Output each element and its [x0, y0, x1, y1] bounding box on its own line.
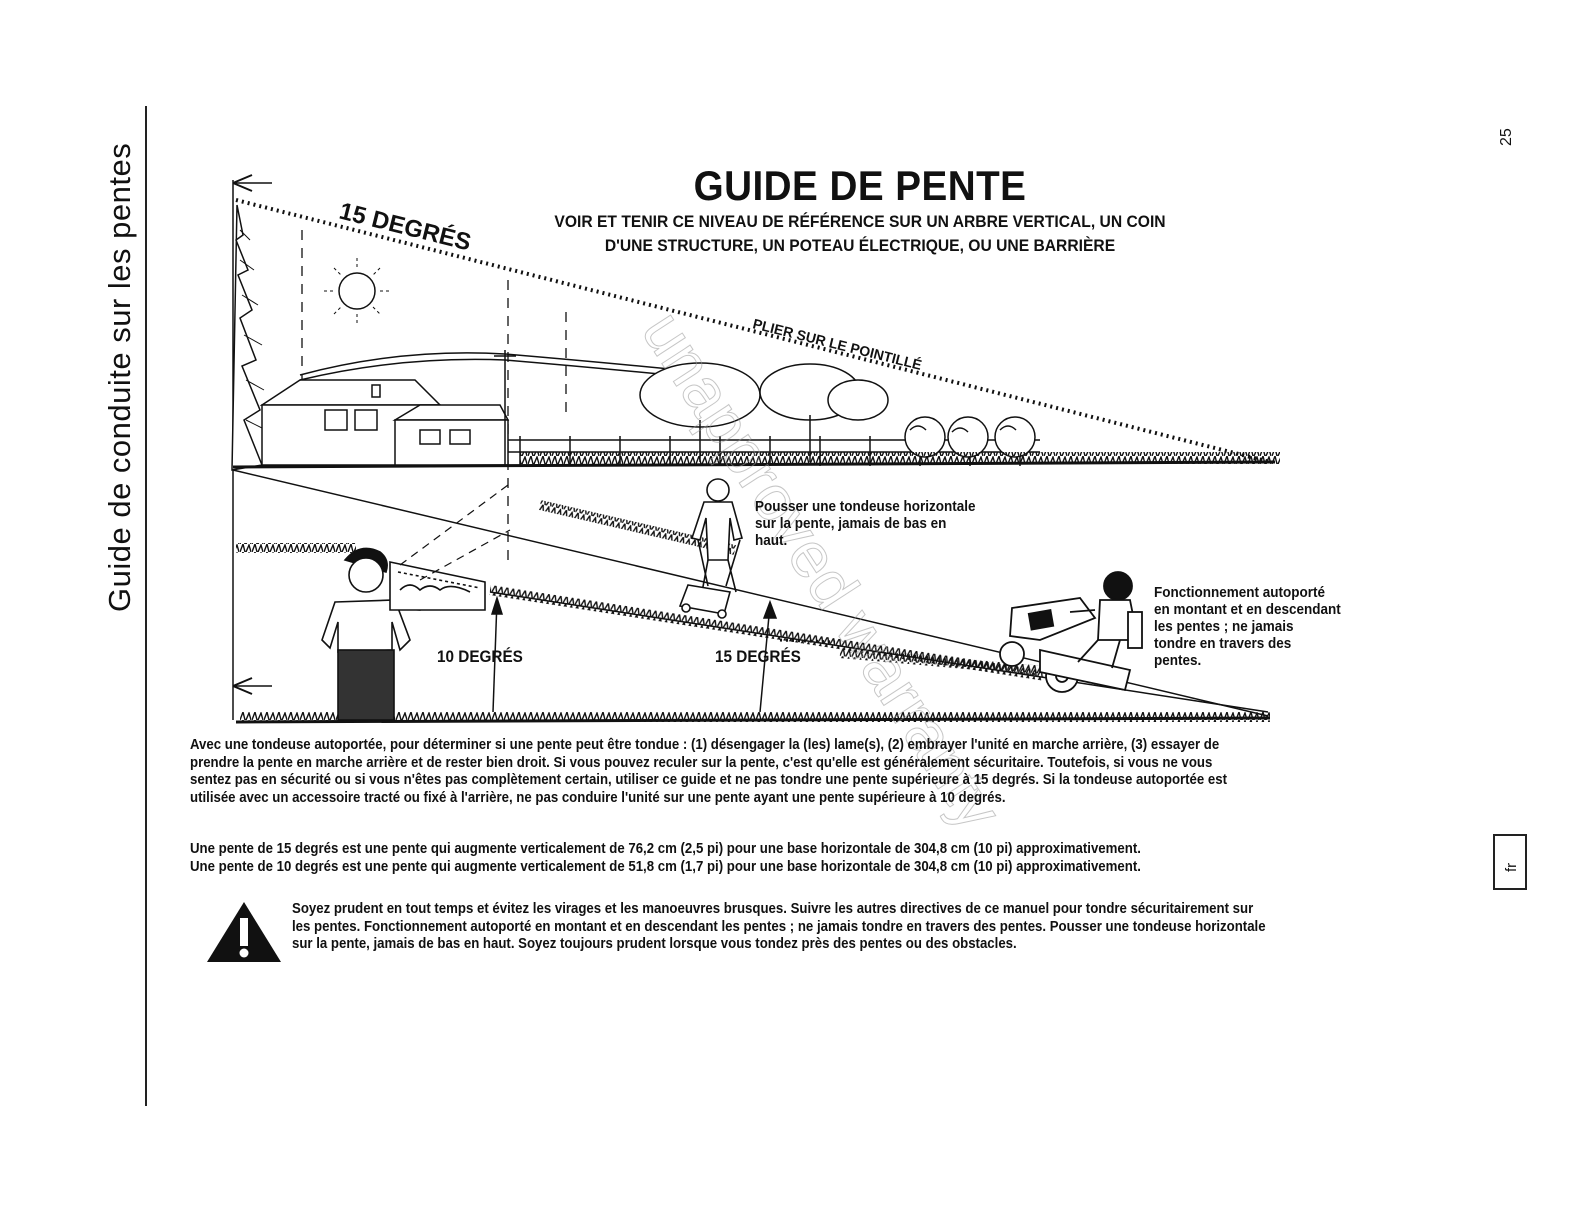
paragraph-line: utilisée avec un accessoire tracté ou fi… — [190, 788, 1006, 806]
guide-title: GUIDE DE PENTE — [693, 162, 1027, 209]
riding-mower-note-line-1: Fonctionnement autoporté — [1154, 584, 1325, 601]
push-mower-note-line-3: haut. — [755, 532, 788, 549]
paragraph-instructions: Avec une tondeuse autoportée, pour déter… — [190, 736, 1227, 806]
person-holding-guide — [321, 547, 486, 721]
paragraph-line: Avec une tondeuse autoportée, pour déter… — [190, 736, 1220, 753]
push-mower-note-line-1: Pousser une tondeuse horizontale — [755, 498, 976, 515]
language-tab: fr — [1493, 834, 1527, 890]
arrow-icon — [490, 595, 778, 713]
warning-triangle-icon — [207, 902, 281, 962]
angle-top-label: 15 DEGRÉS — [337, 197, 474, 257]
guide-subtitle-line-2: D'UNE STRUCTURE, UN POTEAU ÉLECTRIQUE, O… — [604, 236, 1116, 255]
sun-icon — [324, 258, 390, 324]
fold-line-label: PLIER SUR LE POINTILLÉ — [751, 315, 923, 372]
push-mower-icon — [678, 478, 743, 619]
horizon-grass — [520, 452, 1280, 464]
paragraph-slope-definitions: Une pente de 15 degrés est une pente qui… — [190, 840, 1141, 875]
paragraph-line: sentez pas en sécurité ou si vous n'êtes… — [190, 771, 1228, 788]
warning-text: Soyez prudent en tout temps et évitez le… — [292, 900, 1266, 953]
riding-mower-note-line-3: les pentes ; ne jamais — [1154, 618, 1294, 635]
utility-pole — [299, 350, 701, 465]
paragraph-line: Une pente de 10 degrés est une pente qui… — [190, 857, 1141, 875]
guide-subtitle-line-1: VOIR ET TENIR CE NIVEAU DE RÉFÉRENCE SUR… — [554, 212, 1166, 231]
angle-15-label: 15 DEGRÉS — [715, 647, 801, 666]
background-trees — [639, 362, 1036, 462]
riding-mower-note-line-5: pentes. — [1154, 652, 1202, 669]
slope-grass-lower — [839, 648, 1040, 676]
paragraph-line: Une pente de 15 degrés est une pente qui… — [190, 840, 1141, 857]
guide-subtitle: VOIR ET TENIR CE NIVEAU DE RÉFÉRENCE SUR… — [501, 210, 1219, 258]
bottom-grass — [240, 712, 1270, 722]
house-icon — [259, 379, 510, 466]
push-mower-note: Pousser une tondeuse horizontale sur la … — [755, 498, 976, 549]
paragraph-line: prendre la pente en marche arrière et de… — [190, 753, 1213, 771]
angle-10-label: 10 DEGRÉS — [437, 647, 523, 666]
sidebar-divider — [145, 106, 147, 1106]
tree-icon — [231, 204, 267, 471]
warning-line: sur la pente, jamais de bas en haut. Soy… — [292, 935, 1017, 952]
sight-lines — [399, 484, 511, 581]
slope-grass-upper — [538, 500, 736, 555]
warning-line: Soyez prudent en tout temps et évitez le… — [292, 900, 1254, 917]
left-grass — [236, 543, 356, 553]
riding-mower-icon — [999, 571, 1143, 693]
riding-mower-note: Fonctionnement autoporté en montant et e… — [1154, 584, 1341, 669]
warning-line: les pentes. Fonctionnement autoporté en … — [292, 917, 1266, 935]
riding-mower-note-line-2: en montant et en descendant — [1154, 601, 1341, 618]
fold-line-dotted — [235, 198, 1271, 464]
riding-mower-note-line-4: tondre en travers des — [1154, 635, 1292, 652]
push-mower-note-line-2: sur la pente, jamais de bas en — [755, 515, 947, 532]
